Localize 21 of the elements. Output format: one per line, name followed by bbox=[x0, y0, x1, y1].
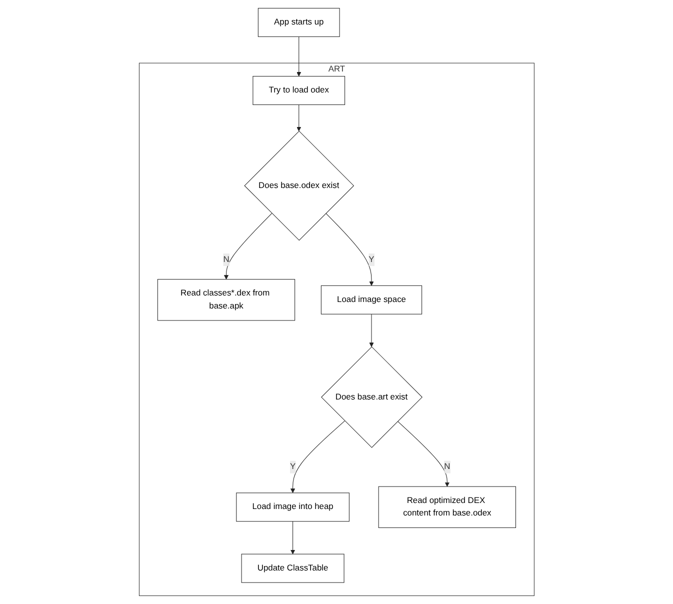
edge-label: Y bbox=[290, 462, 296, 472]
node-diamond: Does base.art exist bbox=[320, 346, 422, 448]
node-box: Read optimized DEX content from base.odex bbox=[378, 486, 516, 528]
edge-label: N bbox=[444, 462, 450, 472]
node-box: App starts up bbox=[258, 8, 340, 37]
node-diamond: Does base.odex exist bbox=[244, 130, 354, 241]
arrow bbox=[368, 314, 374, 348]
arrow bbox=[224, 213, 272, 280]
arrow bbox=[290, 521, 295, 554]
arrow bbox=[325, 213, 374, 286]
arrow bbox=[290, 420, 345, 494]
node-box: Try to load odex bbox=[252, 76, 345, 106]
arrow bbox=[296, 104, 301, 132]
node-box: Update ClassTable bbox=[241, 554, 344, 583]
node-box: Read classes*.dex from base.apk bbox=[157, 279, 295, 321]
node-box: Load image space bbox=[320, 285, 422, 314]
arrow bbox=[296, 36, 301, 76]
node-box: Load image into heap bbox=[236, 492, 350, 522]
edge-label: N bbox=[222, 255, 230, 264]
arrow bbox=[397, 421, 450, 487]
edge-label: Y bbox=[368, 255, 374, 264]
